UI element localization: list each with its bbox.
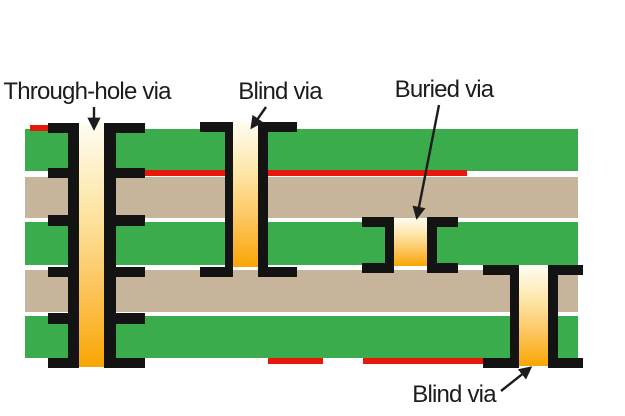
buried-via-arrow [412,104,441,220]
through-hole-via-pad [104,358,145,368]
blind-via-top-pad [200,267,233,277]
through-hole-via-pad [104,123,145,133]
buried-via-pad [362,263,394,273]
buried-via-left-wall [385,217,394,273]
through-hole-via-pad [104,215,145,226]
trace-inner-right [268,170,467,176]
through-hole-via-pad [104,313,145,324]
blind-via-bottom-pad [548,358,583,368]
prepreg-tan-2-seg-left [25,270,68,312]
buried-via-pad [427,217,458,227]
blind-via-bottom-fill [519,266,548,366]
core-green-2-seg-right2 [437,222,578,265]
blind-via-bottom-pad [548,265,583,275]
through-hole-via-fill [79,123,104,367]
core-green-3-seg-right [558,316,578,358]
label-buried-via: Buried via [394,76,495,103]
through-hole-via-pad [104,168,145,178]
prepreg-tan-2-seg-mid [116,270,510,312]
prepreg-tan-1-seg-left [25,177,68,218]
through-hole-via-pad [48,267,79,277]
core-green-2-seg-right1 [268,222,385,265]
through-hole-via-pad [48,313,79,324]
through-hole-via-pad [48,358,79,368]
label-blind-via-bottom: Blind via [412,381,496,408]
through-hole-via-pad [48,168,79,178]
prepreg-tan-1-seg-mid [116,177,225,218]
blind-via-top-fill [233,122,258,267]
through-hole-via-left-wall [68,123,79,368]
trace-bottom-left [268,358,323,364]
blind-via-top-right-wall [258,122,268,277]
trace-top-left [30,125,48,131]
through-hole-via-pad [104,267,145,277]
blind-via-bottom-left-wall [510,265,519,368]
buried-via-right-wall [427,217,437,273]
through-hole-via-pad [48,215,79,226]
core-green-1-seg-mid [116,129,225,171]
prepreg-tan-2-seg-right [558,270,578,312]
blind-via-top-pad [258,122,297,132]
through-hole-via-right-wall [104,123,116,368]
blind-via-top-pad [258,267,297,277]
label-through-hole-via: Through-hole via [3,78,171,105]
buried-via-fill [394,218,427,266]
blind-via-bottom-pad [483,265,519,275]
core-green-3-seg-mid [116,316,510,358]
buried-via-pad [427,263,458,273]
blind-via-top-arrow [250,106,267,130]
core-green-2-seg-mid [116,222,225,265]
blind-via-bottom-pad [483,358,519,368]
core-green-2-seg-left [25,222,68,265]
buried-via-pad [362,217,394,227]
blind-via-bottom-right-wall [548,265,558,368]
trace-inner-left [145,170,225,176]
blind-via-top-pad [200,122,233,132]
core-green-1-seg-right [268,129,578,171]
blind-via-top-left-wall [225,122,233,277]
blind-via-bottom-arrow [500,366,533,392]
through-hole-via-pad [48,123,79,133]
core-green-1-seg-left [25,129,68,171]
label-blind-via-top: Blind via [238,78,322,105]
trace-bottom-right [363,358,485,364]
